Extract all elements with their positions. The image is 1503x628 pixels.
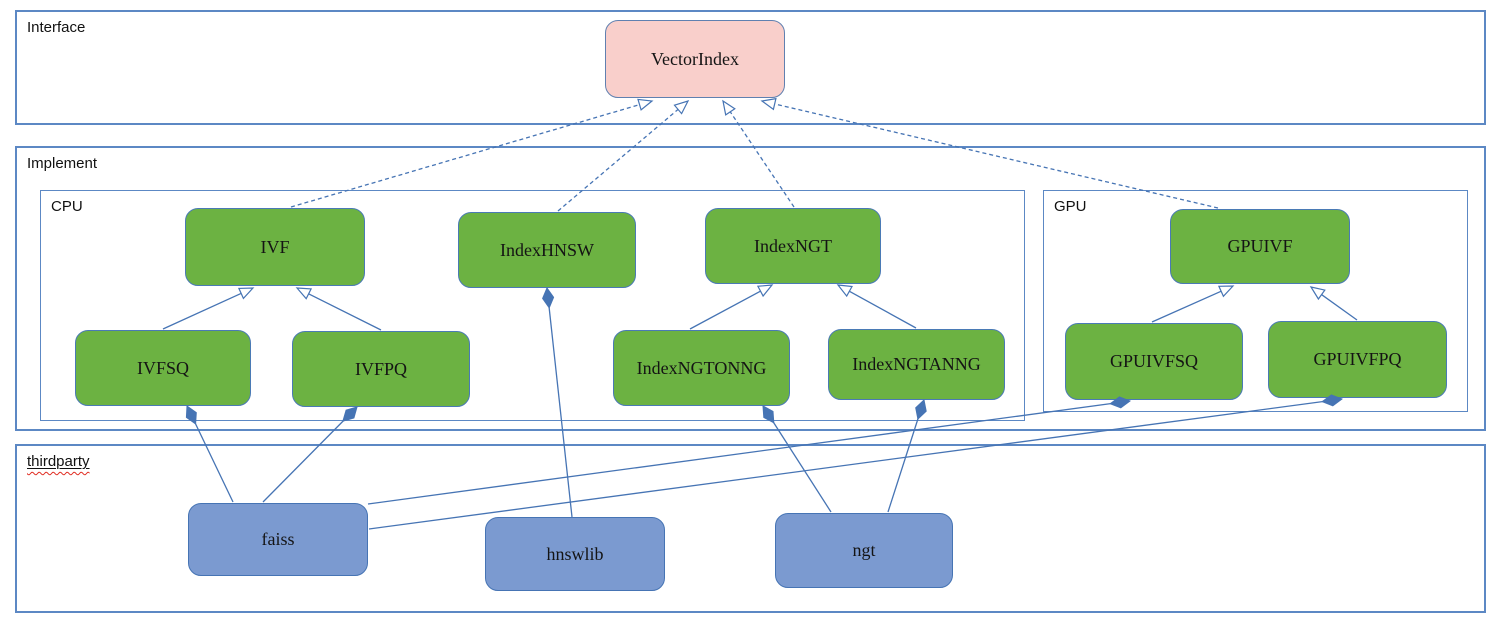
node-indexngtanng: IndexNGTANNG	[828, 329, 1005, 400]
node-indexhnsw: IndexHNSW	[458, 212, 636, 288]
node-indexngtanng-label: IndexNGTANNG	[852, 354, 981, 374]
node-ivfsq: IVFSQ	[75, 330, 251, 406]
node-ivfsq-label: IVFSQ	[136, 357, 189, 378]
node-hnswlib: hnswlib	[485, 517, 665, 591]
node-gpuivfsq-label: GPUIVFSQ	[1109, 351, 1199, 371]
node-gpuivf-label: GPUIVF	[1227, 236, 1293, 256]
node-vectorindex: VectorIndex	[605, 20, 785, 98]
node-gpuivf: GPUIVF	[1170, 209, 1350, 284]
node-hnswlib-label: hnswlib	[546, 543, 604, 564]
node-ivfpq: IVFPQ	[292, 331, 470, 407]
node-ivf-label: IVF	[260, 236, 290, 257]
node-faiss-label: faiss	[261, 529, 295, 549]
node-indexngt: IndexNGT	[705, 208, 881, 284]
node-ngt: ngt	[775, 513, 953, 588]
section-thirdparty-label-text: thirdparty	[27, 453, 90, 470]
node-gpuivfsq: GPUIVFSQ	[1065, 323, 1243, 400]
node-gpuivfpq: GPUIVFPQ	[1268, 321, 1447, 398]
section-thirdparty-label: thirdparty	[27, 453, 90, 470]
node-ngt-label: ngt	[852, 540, 876, 560]
node-gpuivfpq-label: GPUIVFPQ	[1313, 349, 1402, 369]
section-cpu-label: CPU	[51, 198, 83, 215]
node-indexngt-label: IndexNGT	[754, 235, 832, 256]
node-ivf: IVF	[185, 208, 365, 286]
node-vectorindex-label: VectorIndex	[651, 48, 739, 69]
section-interface-label: Interface	[27, 19, 86, 36]
node-indexngtonng: IndexNGTONNG	[613, 330, 790, 406]
node-faiss: faiss	[188, 503, 368, 576]
node-indexngtonng-label: IndexNGTONNG	[636, 357, 767, 378]
section-gpu-label: GPU	[1054, 198, 1087, 215]
section-implement-label: Implement	[27, 155, 98, 172]
node-indexhnsw-label: IndexHNSW	[500, 239, 594, 260]
node-ivfpq-label: IVFPQ	[354, 358, 407, 379]
